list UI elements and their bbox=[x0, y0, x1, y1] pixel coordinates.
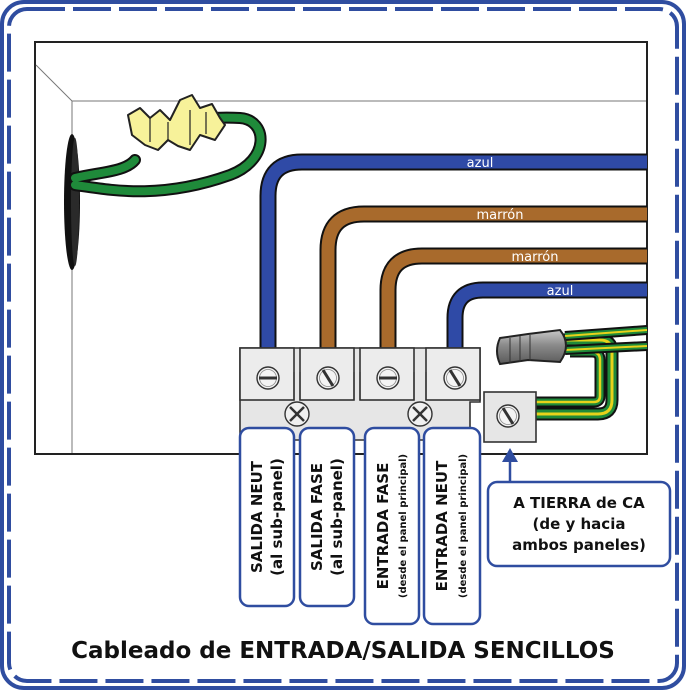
inner-dashed-border bbox=[7, 7, 679, 683]
knockout-hole-highlight bbox=[71, 138, 79, 266]
label-entrada-fase-line1: ENTRADA FASE bbox=[374, 463, 392, 590]
label-entrada-fase-line2: (desde el panel principal) bbox=[398, 454, 409, 598]
mounting-screw-left bbox=[284, 401, 310, 427]
splice-connector bbox=[127, 94, 226, 151]
label-box-entrada-fase: ENTRADA FASE (desde el panel principal) bbox=[363, 426, 421, 626]
label-salida-fase-line2: (al sub-panel) bbox=[328, 458, 346, 576]
wire-label-azul-bottom: azul bbox=[547, 284, 574, 299]
wire-azul-bottom bbox=[446, 281, 647, 352]
screw-salida-fase bbox=[316, 366, 340, 390]
ground-label-line2: (de y hacia bbox=[533, 515, 626, 533]
screw-salida-neut bbox=[256, 366, 280, 390]
label-salida-neut-line1: SALIDA NEUT bbox=[248, 460, 266, 573]
label-entrada-neut-line1: ENTRADA NEUT bbox=[433, 460, 451, 591]
enclosure-depth-line-top bbox=[35, 64, 73, 102]
label-box-salida-fase: SALIDA FASE (al sub-panel) bbox=[298, 426, 356, 608]
wire-nut bbox=[496, 328, 567, 366]
label-salida-fase-line1: SALIDA FASE bbox=[308, 463, 326, 571]
label-salida-neut-line2: (al sub-panel) bbox=[268, 458, 286, 576]
terminal-block bbox=[239, 347, 481, 441]
wire-label-marron-1: marrón bbox=[477, 208, 524, 223]
wire-azul-top bbox=[259, 153, 647, 352]
wire-label-marron-2: marrón bbox=[512, 250, 559, 265]
screw-entrada-neut bbox=[443, 366, 467, 390]
ground-wires bbox=[520, 325, 648, 421]
wire-label-azul-top: azul bbox=[467, 156, 494, 171]
ground-terminal bbox=[483, 391, 537, 443]
ground-label-line3: ambos paneles) bbox=[512, 536, 646, 554]
ground-arrow bbox=[502, 448, 518, 482]
label-entrada-neut-line2: (desde el panel principal) bbox=[458, 454, 469, 598]
mounting-screw-right bbox=[407, 401, 433, 427]
wire-marron-1 bbox=[319, 205, 647, 352]
ground-label-line1: A TIERRA de CA bbox=[513, 494, 645, 512]
screw-entrada-fase bbox=[376, 366, 400, 390]
wire-marron-2 bbox=[379, 247, 647, 352]
green-wire-loop-fill bbox=[71, 113, 265, 196]
diagram-caption: Cableado de ENTRADA/SALIDA SENCILLOS bbox=[71, 638, 615, 664]
ground-label-box: A TIERRA de CA (de y hacia ambos paneles… bbox=[486, 480, 672, 568]
label-box-entrada-neut: ENTRADA NEUT (desde el panel principal) bbox=[422, 426, 482, 626]
label-box-salida-neut: SALIDA NEUT (al sub-panel) bbox=[238, 426, 296, 608]
